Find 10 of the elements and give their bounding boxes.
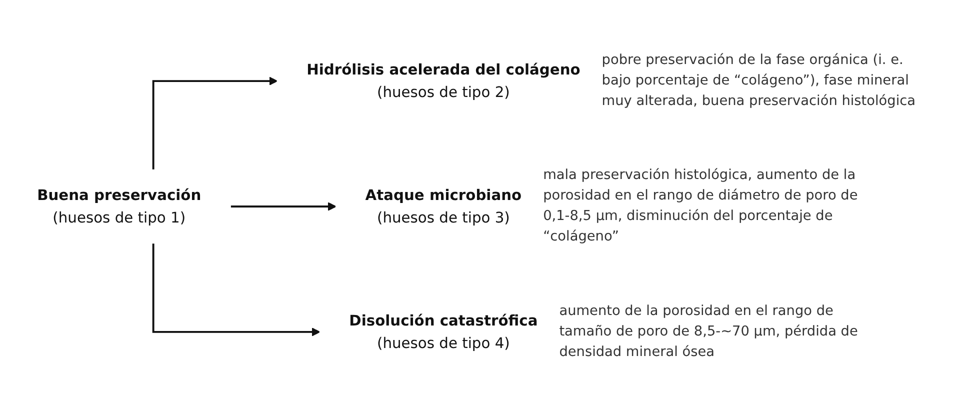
node-text: Hidrólisis acelerada del colágeno (huesos de tipo 2) [306,61,580,101]
node-label: aumento de la porosidad en el rango de tamaño de poro de 8,5-~70 µm, pérdida de densidad mineral ósea [559,303,858,360]
node-label: pobre preservación de la fase orgánica (i. e. bajo porcentaje de “colágeno”), fase mineral muy alterada, buena preservación histológica [602,52,916,109]
arrow [152,243,320,336]
node-text: Buena preservación (huesos de tipo 1) [37,186,202,226]
node-label: mala preservación histológica, aumento de la porosidad en el rango de diámetro de poro de 0,1-8,5 µm, disminución del porcentaje de “colágeno” [543,167,858,245]
node-text: Disolución catastrófica (huesos de tipo 4) [349,312,538,352]
arrow [152,76,278,170]
arrow [229,202,336,211]
node-text: Ataque microbiano (huesos de tipo 3) [365,186,522,226]
